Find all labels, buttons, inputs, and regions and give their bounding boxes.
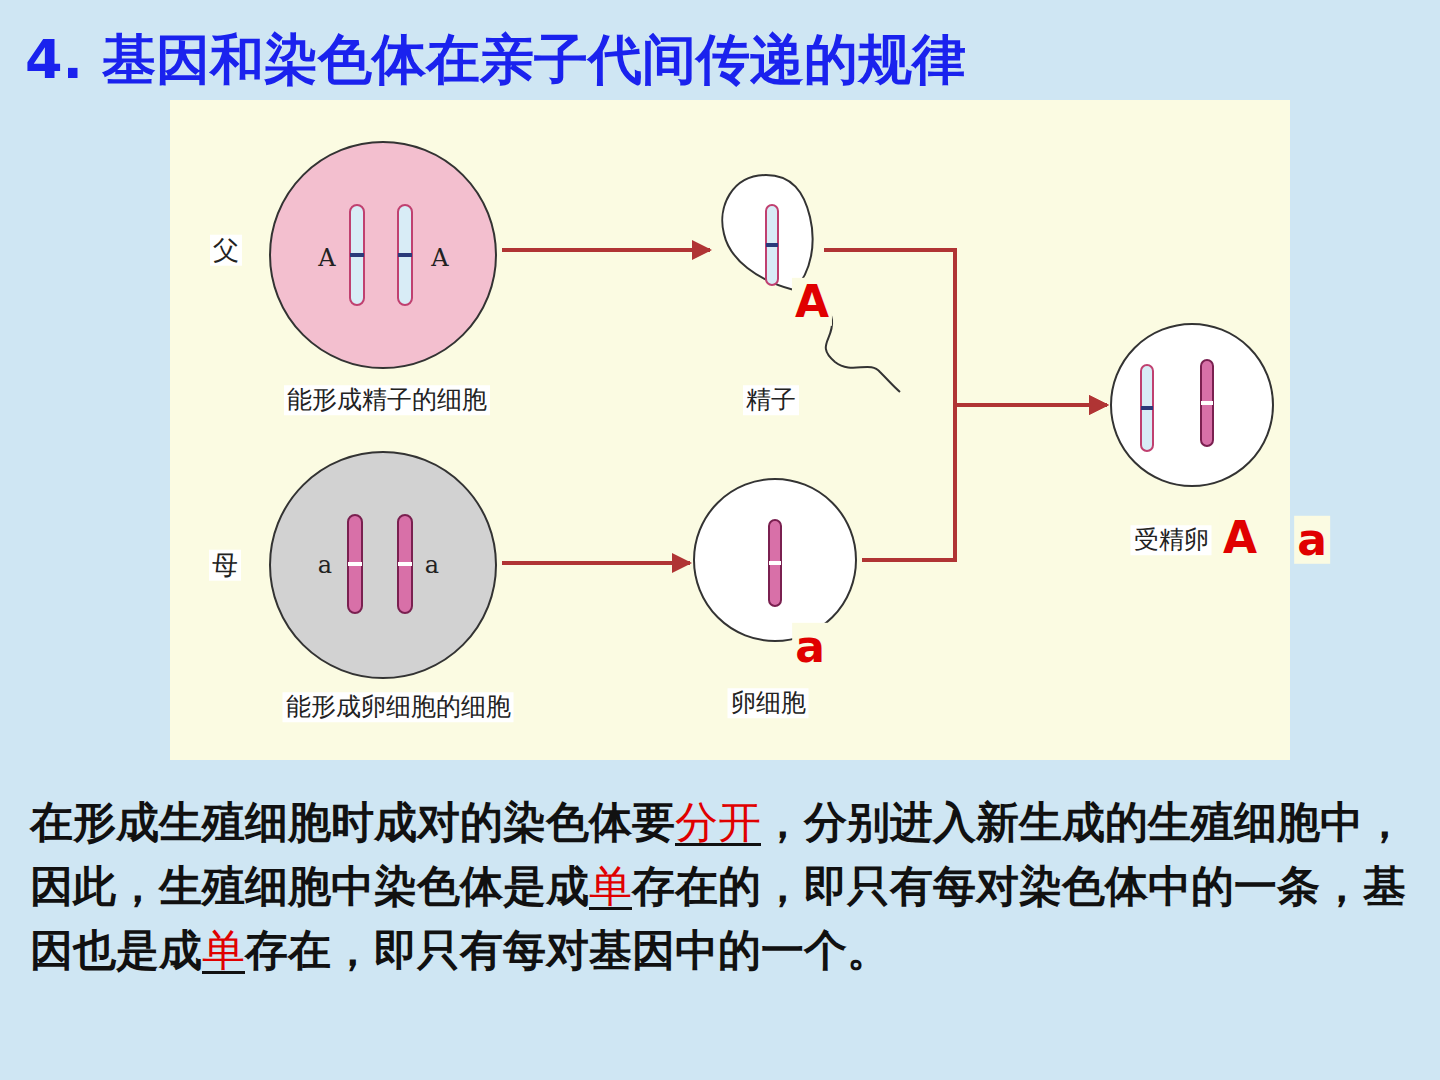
cell-circle xyxy=(694,479,856,641)
gene-letter: A xyxy=(1220,514,1260,562)
gene-letter: a xyxy=(1294,516,1330,564)
mother-cell: 母aa能形成卵细胞的细胞 xyxy=(268,450,498,680)
cell-outline xyxy=(692,477,858,643)
cell-caption: 卵细胞 xyxy=(728,688,809,718)
cell-caption: 精子 xyxy=(743,385,799,415)
cell-outline xyxy=(268,140,498,370)
cell-caption: 能形成卵细胞的细胞 xyxy=(283,692,514,722)
cell-caption: 受精卵 xyxy=(1131,525,1212,555)
cell-outline xyxy=(268,450,498,680)
allele-label: a xyxy=(318,552,332,578)
explanation-text: 在形成生殖细胞时成对的染色体要分开，分别进入新生成的生殖细胞中，因此，生殖细胞中… xyxy=(30,790,1425,982)
allele-label: A xyxy=(318,245,335,271)
cell-caption: 能形成精子的细胞 xyxy=(284,385,490,415)
cell-circle xyxy=(1111,324,1273,486)
gene-letter: a xyxy=(792,623,828,671)
sperm-cell: A精子 xyxy=(712,172,820,292)
cell-circle xyxy=(270,142,496,368)
sperm-chromosome xyxy=(766,205,778,285)
father-cell: 父AA能形成精子的细胞 xyxy=(268,140,498,370)
parent-label: 父 xyxy=(210,235,242,266)
sperm-head xyxy=(722,175,812,290)
cell-outline xyxy=(712,172,820,292)
flow-arrow xyxy=(862,405,1107,560)
sentence-part: 在形成生殖细胞时成对的染色体要 xyxy=(30,797,675,847)
allele-label: A xyxy=(431,245,448,271)
answer-word: 分开 xyxy=(675,797,761,847)
slide-title: 4. 基因和染色体在亲子代间传递的规律 xyxy=(25,24,966,97)
egg-chromosome xyxy=(769,520,781,606)
gene-letter: A xyxy=(792,278,832,326)
flow-arrow xyxy=(824,250,1107,405)
flow-arrow xyxy=(502,561,690,565)
egg-cell: a卵细胞 xyxy=(692,477,858,643)
sentence-part: 存在，即只有每对基因中的一个。 xyxy=(245,925,890,975)
cell-circle xyxy=(270,452,496,678)
answer-word: 单 xyxy=(202,925,245,975)
cell-outline xyxy=(1109,322,1275,488)
zygote-cell: 受精卵Aa xyxy=(1109,322,1275,488)
answer-word: 单 xyxy=(589,861,632,911)
allele-label: a xyxy=(425,552,439,578)
parent-label: 母 xyxy=(209,550,241,581)
flow-arrow xyxy=(502,248,710,252)
